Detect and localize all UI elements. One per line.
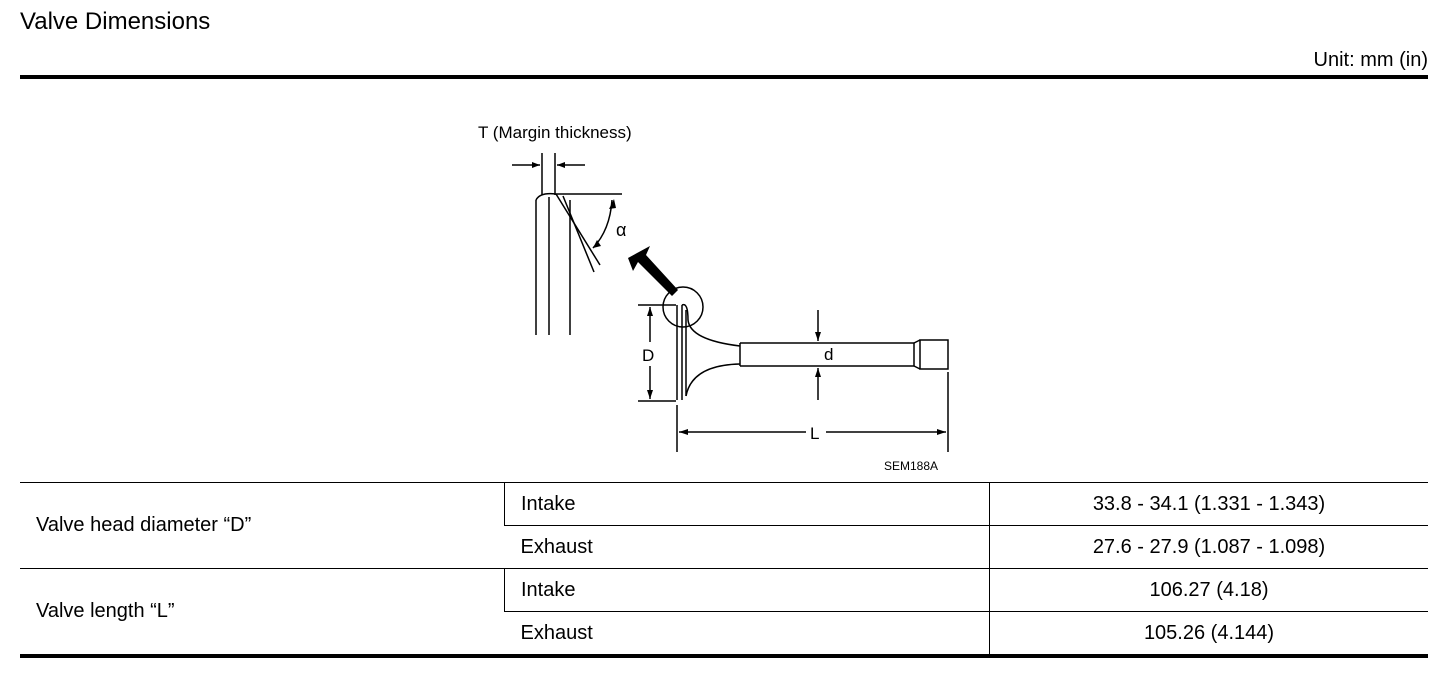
valve-head-detail [535,192,622,335]
valve-diagram: T (Margin thickness) α [460,110,980,480]
figure-code: SEM188A [884,459,938,473]
type-cell: Intake [504,568,990,612]
value-cell: 105.26 (4.144) [989,611,1428,654]
stem-dimension [815,310,821,400]
value-cell: 106.27 (4.18) [989,568,1428,612]
type-cell: Intake [504,482,990,526]
valve-body [676,303,949,400]
detail-circle [662,286,704,328]
table-row: Valve length “L” Intake 106.27 (4.18) [20,568,1428,654]
table-row: Valve head diameter “D” Intake 33.8 - 34… [20,482,1428,569]
length-label: L [810,424,819,443]
margin-dimension [512,153,585,195]
value-cell: 27.6 - 27.9 (1.087 - 1.098) [989,525,1428,569]
margin-thickness-label: T (Margin thickness) [478,123,632,142]
page-title: Valve Dimensions [20,8,211,35]
diameter-dimension [638,304,676,402]
pointer-arrow [628,246,678,296]
length-dimension [676,372,949,452]
valve-dimension-table: Valve head diameter “D” Intake 33.8 - 34… [20,482,1428,654]
bottom-rule [20,654,1428,658]
unit-label: Unit: mm (in) [1313,49,1428,71]
parameter-cell: Valve length “L” [20,568,505,654]
type-cell: Exhaust [504,525,990,569]
table-row: Exhaust 105.26 (4.144) [20,611,1428,654]
value-cell: 33.8 - 34.1 (1.331 - 1.343) [989,482,1428,526]
type-cell: Exhaust [504,611,990,654]
table-row: Exhaust 27.6 - 27.9 (1.087 - 1.098) [20,525,1428,569]
angle-label: α [616,220,626,240]
stem-label: d [824,345,833,364]
top-rule [20,75,1428,79]
diameter-label: D [642,346,654,365]
parameter-cell: Valve head diameter “D” [20,482,505,569]
